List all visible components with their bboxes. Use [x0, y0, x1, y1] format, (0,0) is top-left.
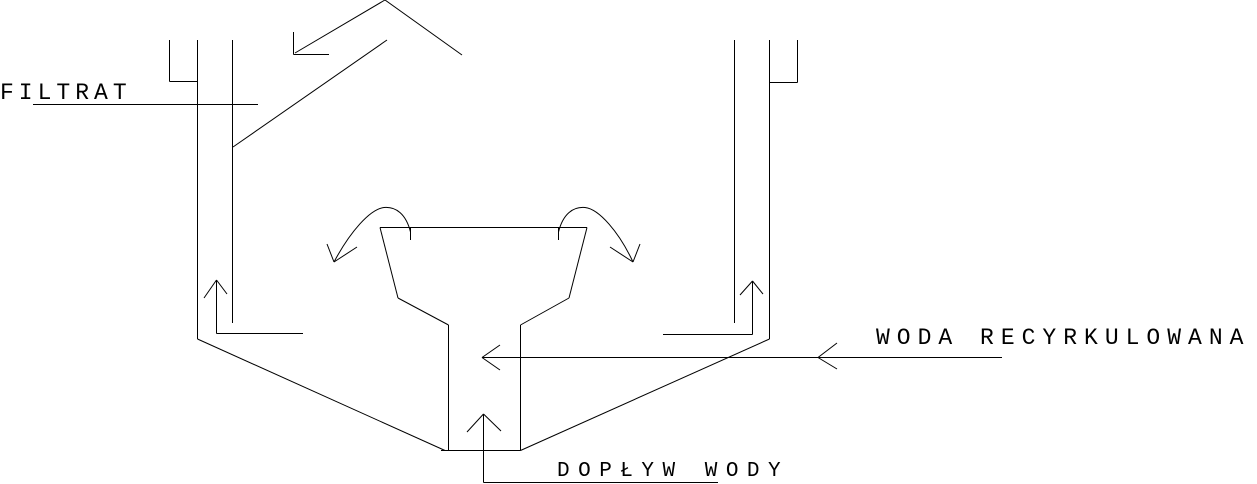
inflow-head-a	[466, 413, 484, 433]
curved-arrow-right-head-a	[632, 243, 641, 263]
curved-arrow-right-arc	[558, 206, 634, 263]
left-flow-head-b	[216, 279, 228, 295]
curved-arrow-left-arc	[333, 206, 411, 263]
feed-well-left-wall-upper	[379, 227, 399, 299]
top-feed-chevron	[232, 0, 463, 148]
inflow-head-b	[483, 413, 502, 432]
chevron-left-slope	[294, 0, 386, 54]
recirc-mid-head-a	[817, 342, 838, 358]
cone-left-slope	[197, 338, 446, 451]
recirc-tip-head-a	[481, 344, 501, 358]
feed-stream-line	[232, 39, 388, 148]
recirc-mid-head-b	[817, 357, 838, 370]
curved-overflow-arrow-left	[326, 206, 411, 263]
right-flow-head-b	[752, 280, 764, 295]
feed-well-right-wall-lower	[520, 297, 570, 326]
chevron-right-slope	[384, 0, 463, 56]
water-inflow-arrow	[466, 413, 718, 483]
feed-well-funnel	[379, 227, 588, 451]
left-pipe	[169, 40, 233, 339]
right-wall-up-arrow	[663, 280, 764, 335]
label-filtrat: FILTRAT	[0, 80, 132, 106]
feed-well-right-wall-upper	[568, 227, 588, 299]
label-recirculated-water: WODA RECYRKULOWANA	[876, 325, 1251, 351]
curved-overflow-arrow-right	[558, 206, 641, 263]
recirculated-water-arrow	[481, 342, 1002, 371]
feed-well-left-wall-lower	[397, 297, 449, 326]
right-pipe	[734, 40, 798, 339]
right-flow-head-a	[739, 280, 753, 296]
curved-arrow-left-head-a	[326, 243, 335, 263]
left-flow-head-a	[203, 279, 217, 299]
recirc-tip-head-b	[481, 357, 501, 371]
curved-arrow-right-head-b	[609, 246, 634, 263]
curved-arrow-left-head-b	[333, 246, 358, 263]
left-wall-up-arrow	[203, 279, 303, 334]
cone-right-slope	[520, 338, 770, 451]
label-water-inflow: DOPŁYW WODY	[557, 460, 790, 483]
